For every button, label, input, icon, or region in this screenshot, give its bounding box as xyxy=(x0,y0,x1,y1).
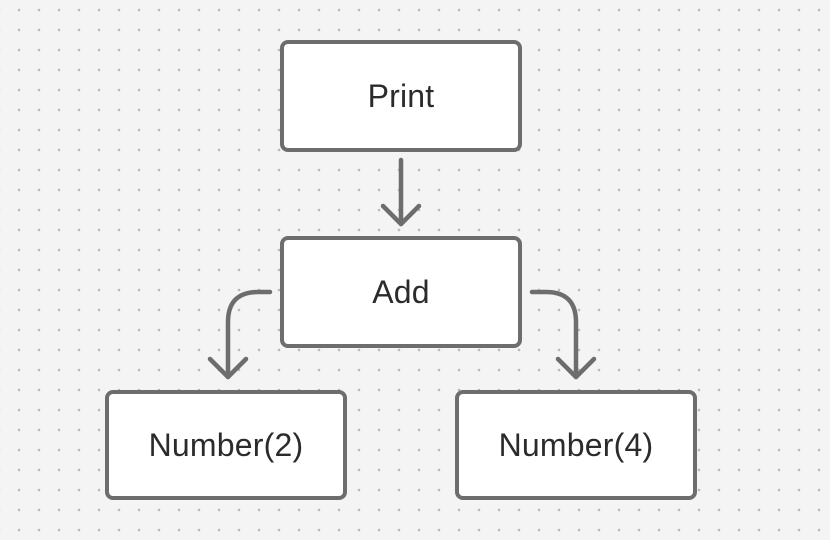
node-print-label: Print xyxy=(367,77,435,114)
node-add-label: Add xyxy=(372,273,430,310)
node-number-2[interactable]: Number(2) xyxy=(105,390,347,500)
node-number-4[interactable]: Number(4) xyxy=(455,390,697,500)
edge-add-to-number-2 xyxy=(207,289,273,380)
node-add[interactable]: Add xyxy=(280,236,522,348)
node-number-2-label: Number(2) xyxy=(148,426,304,463)
edge-add-to-number-4 xyxy=(529,289,597,380)
node-print[interactable]: Print xyxy=(280,40,522,152)
node-number-4-label: Number(4) xyxy=(498,426,654,463)
edge-print-to-add xyxy=(380,157,422,227)
